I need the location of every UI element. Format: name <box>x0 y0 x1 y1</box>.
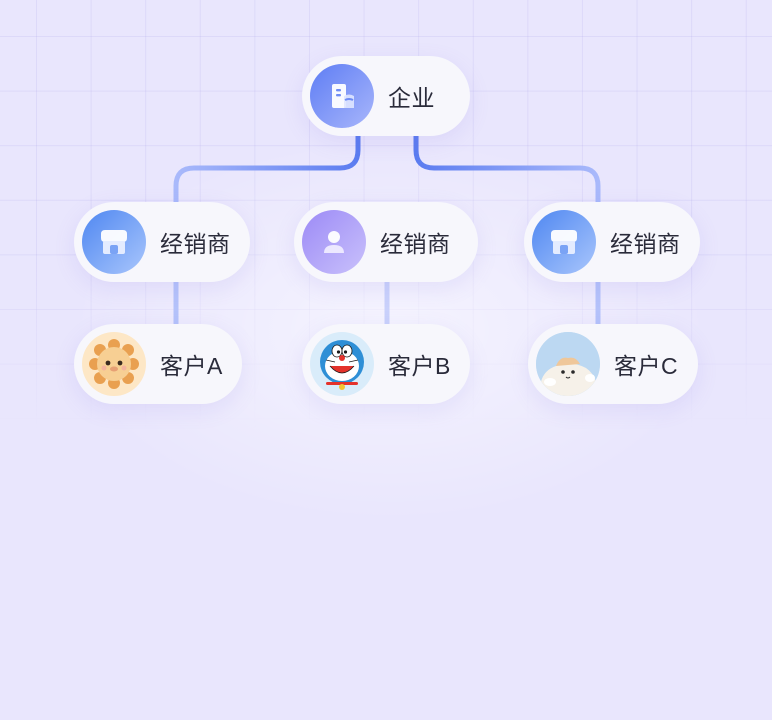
node-label: 客户A <box>160 353 223 379</box>
connector-root-right <box>413 131 601 213</box>
node-customer-b[interactable]: 客户B <box>302 324 470 404</box>
connector-root-left <box>173 131 361 213</box>
node-enterprise[interactable]: 企业 <box>302 56 470 136</box>
node-label: 经销商 <box>380 231 451 257</box>
node-label: 经销商 <box>610 231 681 257</box>
node-distributor-2[interactable]: 经销商 <box>294 202 478 282</box>
node-customer-c[interactable]: 客户C <box>528 324 698 404</box>
node-customer-a[interactable]: 客户A <box>74 324 242 404</box>
node-label: 客户B <box>388 353 451 379</box>
building-icon <box>310 64 374 128</box>
node-distributor-1[interactable]: 经销商 <box>74 202 250 282</box>
bread-mascot-icon <box>82 332 146 396</box>
store-icon <box>532 210 596 274</box>
store-icon <box>82 210 146 274</box>
node-label: 经销商 <box>160 231 231 257</box>
node-label: 客户C <box>614 353 679 379</box>
node-distributor-3[interactable]: 经销商 <box>524 202 700 282</box>
cat-photo-icon <box>536 332 600 396</box>
node-label: 企业 <box>388 85 435 111</box>
person-icon <box>302 210 366 274</box>
robot-cat-icon <box>310 332 374 396</box>
